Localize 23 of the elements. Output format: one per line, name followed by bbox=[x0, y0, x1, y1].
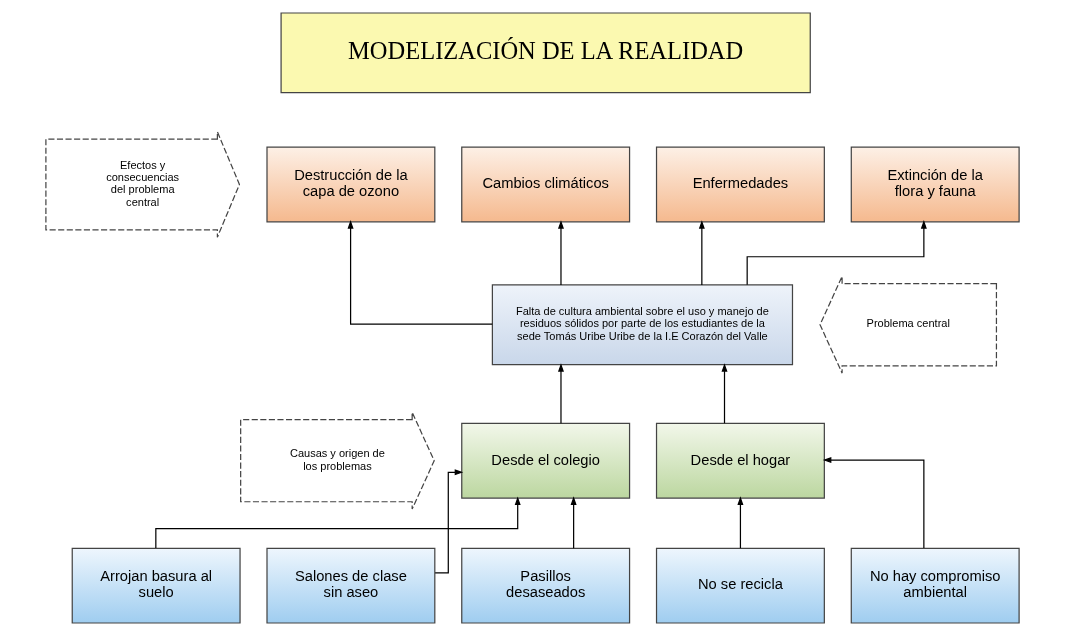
arrow bbox=[570, 496, 577, 549]
arrow bbox=[746, 220, 927, 286]
node-box: Falta de cultura ambiental sobre el uso y manejo de residuos sólidos por parte de los estudiantes de la sede Tomás Uribe Uribe de la I.E Corazón del Valle bbox=[491, 284, 794, 366]
arrow bbox=[822, 457, 925, 549]
node-box: No hay compromiso ambiental bbox=[850, 547, 1020, 624]
node-box: Desde el hogar bbox=[655, 422, 825, 499]
node-box: Desde el colegio bbox=[461, 422, 631, 499]
arrow bbox=[155, 496, 521, 549]
node-box: MODELIZACIÓN DE LA REALIDAD bbox=[280, 12, 811, 94]
node-box: No se recicla bbox=[655, 547, 825, 624]
arrow bbox=[737, 496, 744, 549]
node-box: Salones de clase sin aseo bbox=[266, 547, 436, 624]
node-box: Extinción de la flora y fauna bbox=[850, 146, 1020, 223]
arrow bbox=[558, 220, 564, 286]
arrow bbox=[698, 220, 705, 286]
node-box: Destrucción de la capa de ozono bbox=[266, 146, 436, 223]
node-box: Enfermedades bbox=[655, 146, 825, 223]
node-box: Pasillos desaseados bbox=[461, 547, 631, 624]
arrow bbox=[721, 363, 728, 424]
node-box: Cambios climáticos bbox=[461, 146, 631, 223]
arrow bbox=[558, 363, 564, 424]
node-box: Arrojan basura al suelo bbox=[71, 547, 241, 624]
arrow bbox=[347, 220, 493, 325]
